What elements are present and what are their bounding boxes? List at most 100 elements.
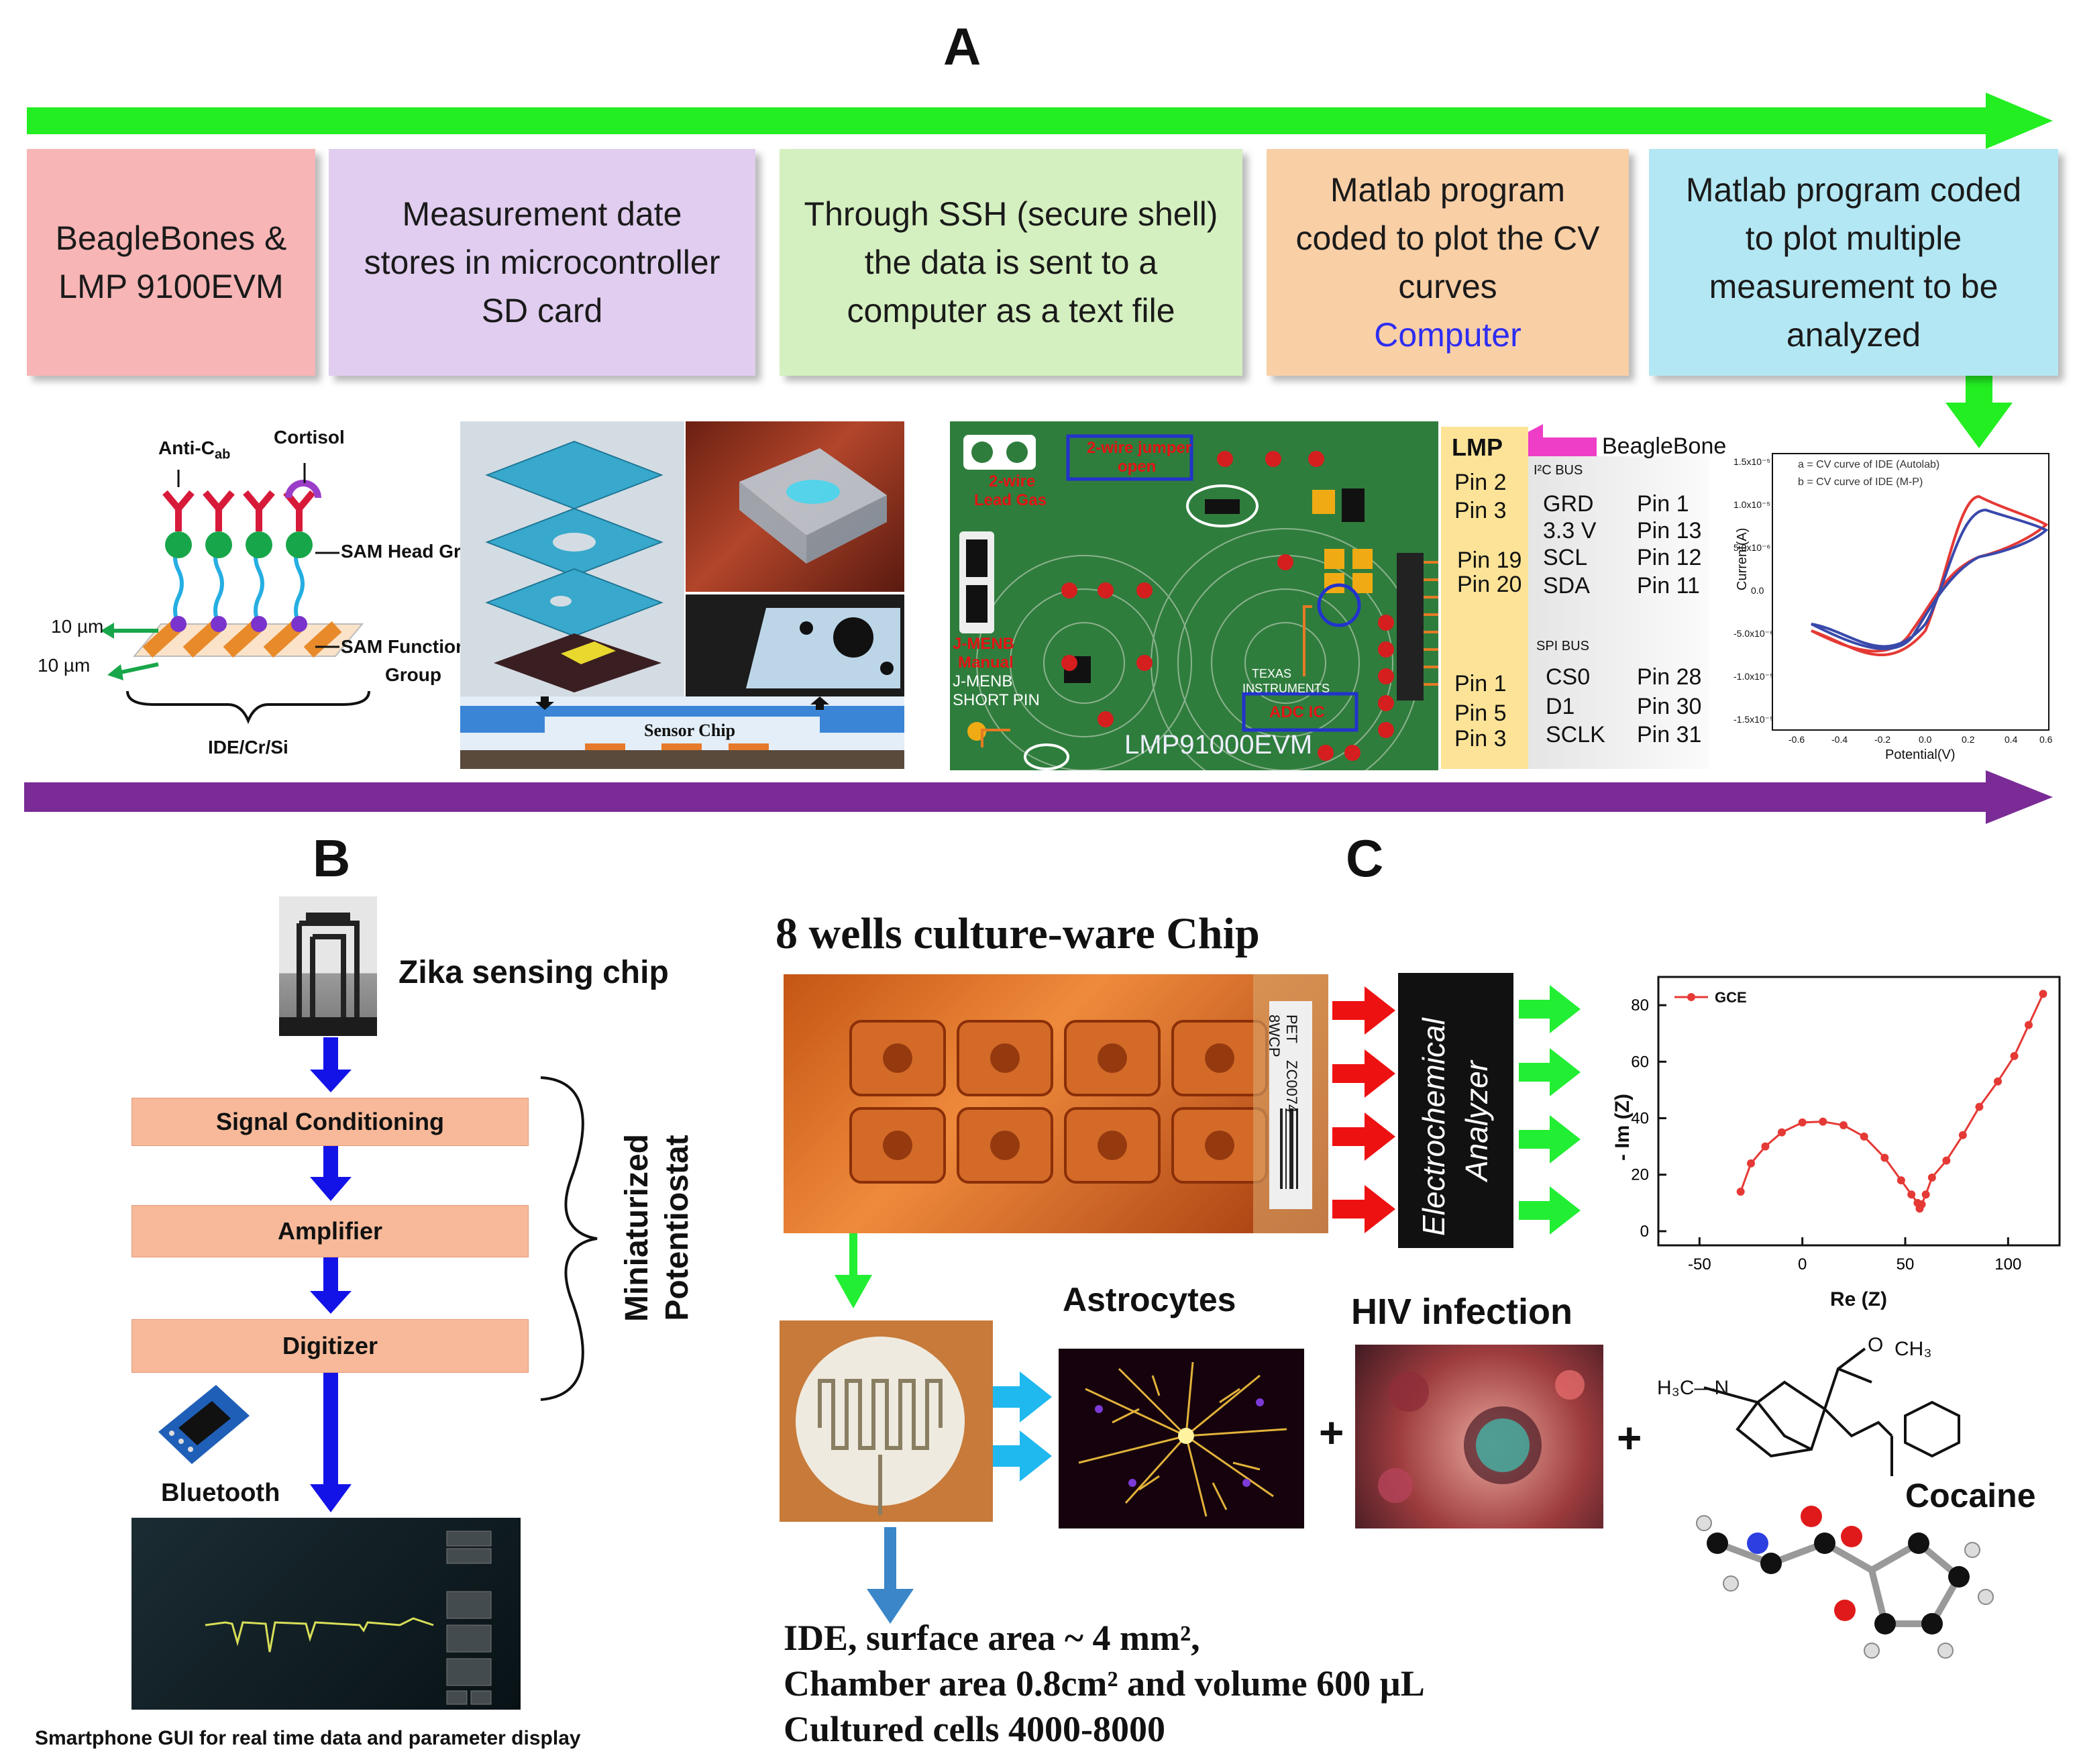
flow-box-matlab-cv: Matlab program coded to plot the CV curv… <box>1267 149 1629 376</box>
bluetooth-label: Bluetooth <box>161 1479 280 1507</box>
cv-ytick-5: -1.0x10⁻⁵ <box>1733 671 1774 682</box>
nyquist-point-20 <box>2010 1051 2019 1060</box>
lmp-pin-4: Pin 20 <box>1457 572 1522 597</box>
cv-xtick-3: 0.0 <box>1919 734 1932 745</box>
ide-electrode-photo <box>780 1320 993 1522</box>
sam-group-label: Group <box>385 664 441 685</box>
nyquist-ytick-label: 20 <box>1631 1166 1649 1184</box>
cv-ytick-3: 0.0 <box>1751 585 1764 596</box>
nyquist-point-18 <box>1975 1102 1984 1111</box>
nyquist-point-21 <box>2025 1021 2033 1029</box>
lmp-board-photo: 2-wire jumper open 2-wire Lead Gas J-MEN… <box>950 421 1438 770</box>
cv-ytick-2: 5.0x10⁻⁶ <box>1733 542 1771 553</box>
nyquist-point-17 <box>1958 1131 1967 1139</box>
lead-label-1: 2-wire <box>989 472 1036 490</box>
culture-ware-title: 8 wells culture-ware Chip <box>776 909 1260 958</box>
nyquist-point-14 <box>1921 1190 1930 1199</box>
lmp-pin-3: Pin 19 <box>1457 548 1522 573</box>
sensor-chip-label: Sensor Chip <box>644 721 736 740</box>
digitizer-block: Digitizer <box>131 1319 529 1373</box>
menb-label-2: Manual <box>958 654 1014 672</box>
nyquist-legend: GCE <box>1715 989 1747 1006</box>
smartphone-caption: Smartphone GUI for real time data and pa… <box>35 1727 581 1749</box>
adc-label: ADC IC <box>1269 703 1325 721</box>
cocaine-ch3: CH₃ <box>1895 1338 1932 1360</box>
nyquist-xlabel: Re (Z) <box>1830 1288 1887 1310</box>
culture-ware-chip-photo: 8WCP PET ZC0074 <box>784 974 1328 1233</box>
chip-cross-section: Sensor Chip <box>460 696 904 769</box>
menb-label-4: SHORT PIN <box>953 691 1040 709</box>
jumper-label-2: open <box>1118 458 1157 476</box>
nyquist-xtick-label: 0 <box>1798 1255 1807 1274</box>
nyquist-point-10 <box>1907 1190 1916 1199</box>
signal-sclk: SCLK <box>1546 722 1605 747</box>
nyquist-xtick-label: 100 <box>1994 1255 2021 1274</box>
lmp-pin-5: Pin 1 <box>1454 671 1507 696</box>
bluetooth-module-image <box>152 1385 252 1464</box>
signal-grd: GRD <box>1543 491 1594 517</box>
menb-label-1: J-MENB <box>953 635 1015 653</box>
electrochemical-analyzer-box <box>1398 973 1513 1248</box>
lmp-pin-panel <box>1441 427 1528 769</box>
sam-head-label: SAM Head Gr <box>341 541 461 562</box>
plus-sign-1: + <box>1319 1408 1344 1457</box>
cocaine-h3c-n: H₃C—N <box>1657 1377 1729 1399</box>
hiv-label: HIV infection <box>1351 1292 1573 1332</box>
jumper-label-1: 2-wire jumper <box>1087 439 1192 457</box>
beaglebone-pin-panel <box>1528 456 1709 769</box>
flow-box-measurement: Measurement date stores in microcontroll… <box>329 149 755 376</box>
plus-sign-2: + <box>1617 1414 1642 1462</box>
nyquist-xtick-label: -50 <box>1688 1255 1711 1274</box>
bb-pin-11: Pin 11 <box>1637 573 1700 599</box>
nyquist-point-4 <box>1798 1118 1807 1127</box>
nyquist-point-19 <box>1994 1077 2002 1086</box>
cv-xtick-6: 0.6 <box>2039 734 2053 745</box>
cocaine-o: O <box>1868 1334 1884 1356</box>
ide-info-line-3: Cultured cells 4000-8000 <box>784 1709 1165 1749</box>
bottom-flow-arrow <box>24 770 2053 824</box>
signal-3v3: 3.3 V <box>1543 518 1597 543</box>
ide-cr-si-label: IDE/Cr/Si <box>208 737 288 758</box>
nyquist-point-15 <box>1927 1173 1936 1182</box>
nyquist-point-2 <box>1761 1142 1770 1151</box>
bb-pin-28: Pin 28 <box>1637 664 1702 690</box>
nyquist-ytick-label: 60 <box>1631 1053 1649 1071</box>
potentiostat-brace <box>540 1076 598 1401</box>
lead-label-2: Lead Gas <box>974 491 1047 509</box>
nyquist-point-8 <box>1880 1153 1889 1162</box>
cv-legend-b: b = CV curve of IDE (M-P) <box>1798 476 1923 488</box>
nyquist-point-6 <box>1839 1121 1848 1130</box>
cocaine-label: Cocaine <box>1905 1477 2036 1514</box>
chip-holder-photo <box>686 594 904 696</box>
nyquist-xtick-label: 50 <box>1897 1255 1915 1274</box>
flow-box-ssh: Through SSH (secure shell) the data is s… <box>780 149 1242 376</box>
lmp-pin-7: Pin 3 <box>1454 726 1507 751</box>
computer-label: Computer <box>1374 316 1522 354</box>
nyquist-point-3 <box>1778 1128 1786 1137</box>
nyquist-point-1 <box>1747 1159 1755 1168</box>
ide-info-line-1: IDE, surface area ~ 4 mm², <box>784 1618 1200 1658</box>
nyquist-point-22 <box>2039 990 2047 998</box>
lmp-label: LMP <box>1452 433 1503 461</box>
signal-scl: SCL <box>1543 545 1588 570</box>
hiv-infection-image <box>1355 1345 1603 1528</box>
top-flow-arrow <box>27 93 2053 149</box>
nyquist-ytick-label: 40 <box>1631 1110 1649 1128</box>
cv-ytick-6: -1.5x10⁻⁵ <box>1733 714 1774 725</box>
panel-label-a: A <box>943 17 981 76</box>
chip-device-photo <box>686 421 904 592</box>
cv-xtick-4: 0.2 <box>1962 734 1975 745</box>
flow-box-beaglebones: BeagleBones & LMP 9100EVM <box>27 149 315 376</box>
bb-pin-30: Pin 30 <box>1637 694 1702 719</box>
down-arrow-cv <box>1945 349 2013 448</box>
panel-c-red-arrows <box>1332 986 1395 1233</box>
cv-xtick-5: 0.4 <box>2005 734 2018 745</box>
signal-sda: SDA <box>1543 573 1590 599</box>
cocaine-3d-model <box>1696 1506 1994 1659</box>
ti-label-2: INSTRUMENTS <box>1242 682 1330 695</box>
cv-curve-a <box>1811 495 2049 657</box>
cv-ytick-1: 1.0x10⁻⁵ <box>1733 499 1771 510</box>
